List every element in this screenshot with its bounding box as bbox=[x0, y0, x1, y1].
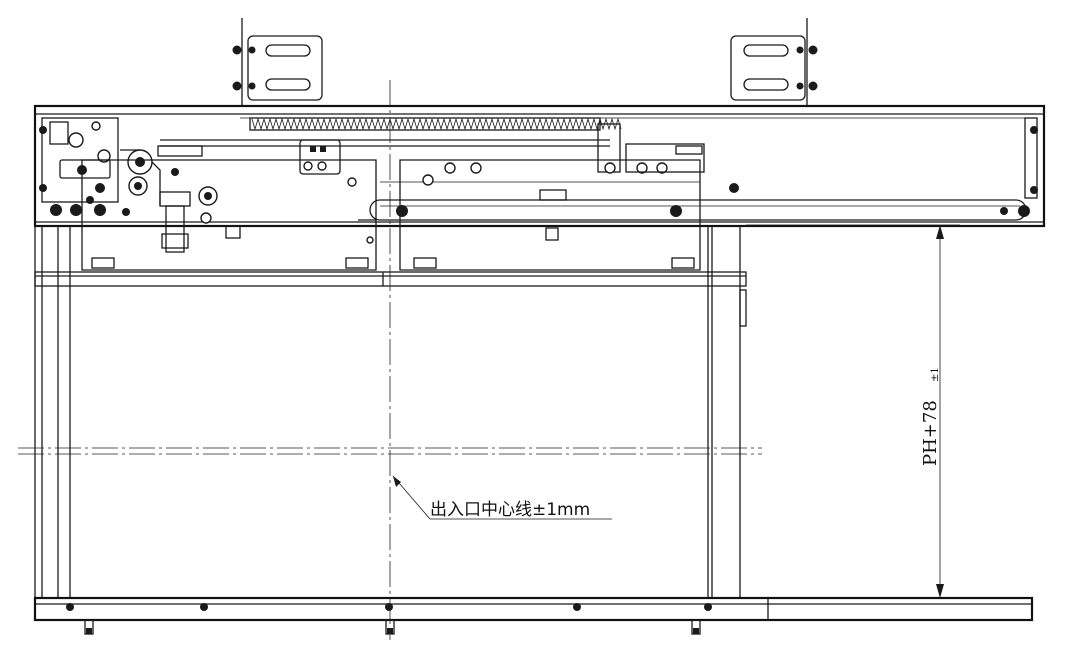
door-hanger-right bbox=[380, 143, 739, 271]
tolerance-label: ±1 bbox=[930, 367, 941, 382]
door-track bbox=[50, 199, 1030, 221]
center-lines bbox=[18, 80, 762, 640]
door-frame bbox=[34, 226, 747, 598]
centerline-leader bbox=[392, 475, 612, 520]
mounting-bracket-right bbox=[730, 18, 818, 106]
tension-spring bbox=[160, 117, 622, 173]
dimension-ph bbox=[746, 224, 960, 598]
drive-mechanism bbox=[39, 117, 241, 253]
header-beam bbox=[33, 104, 1046, 228]
dimension-label: PH+78 bbox=[920, 400, 941, 466]
mounting-bracket-left bbox=[232, 18, 323, 106]
centerline-label: 出入口中心线±1mm bbox=[430, 500, 590, 520]
door-sill bbox=[33, 596, 1034, 635]
door-hanger-left bbox=[81, 139, 377, 271]
